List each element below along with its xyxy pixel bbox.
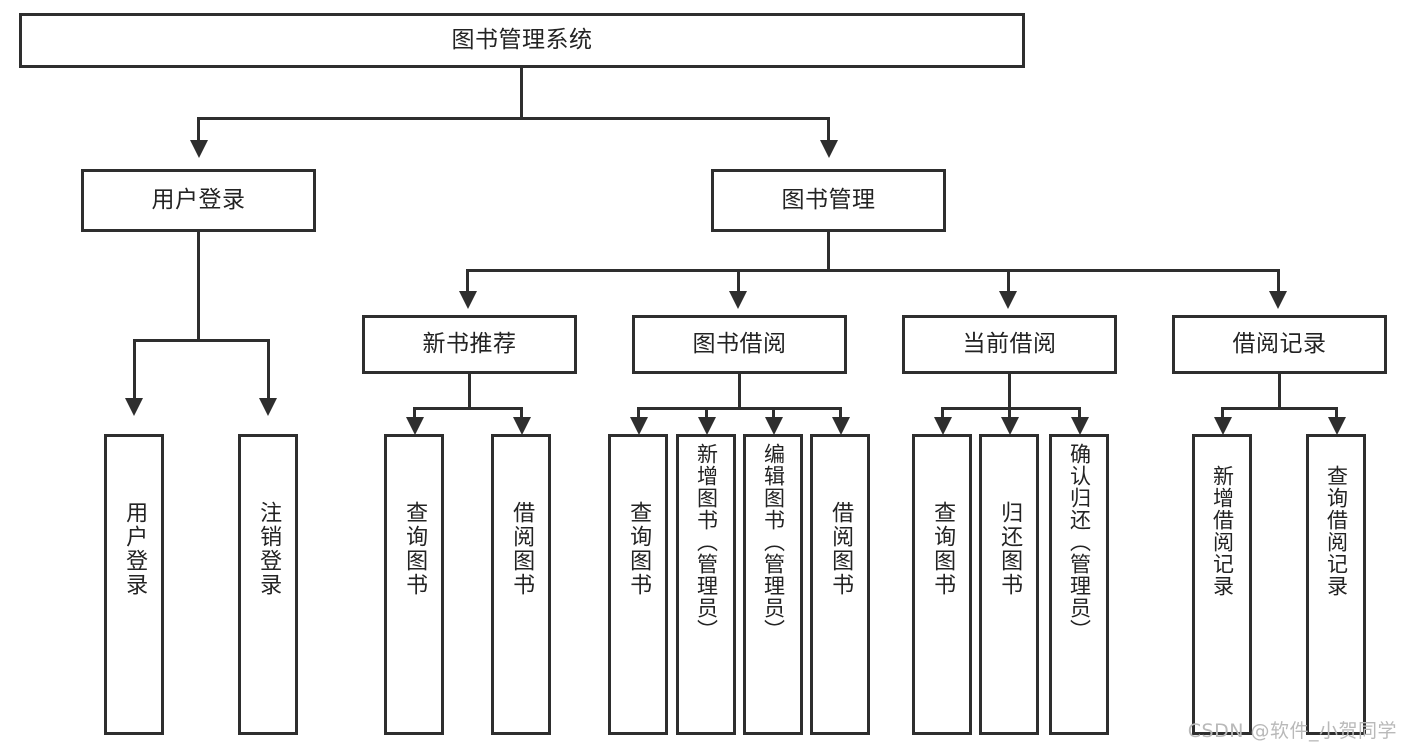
arrowhead-new-book-leaf-2: [513, 417, 531, 435]
edge-new-book-stem: [468, 374, 471, 410]
arrowhead-user-login-leaf-2: [259, 398, 277, 416]
leaf-query-book[interactable]: 查询图书: [608, 434, 668, 735]
arrowhead-current-borrow: [999, 291, 1017, 309]
leaf-add-borrow-record[interactable]: 新增借阅记录: [1192, 434, 1252, 735]
node-label: 编辑图书（管理员）: [761, 443, 786, 641]
leaf-confirm-return-admin[interactable]: 确认归还（管理员）: [1049, 434, 1109, 735]
edge-new-book-to-leaf-1: [413, 407, 416, 420]
leaf-edit-book-admin[interactable]: 编辑图书（管理员）: [743, 434, 803, 735]
edge-bm-to-borrow-records: [1277, 269, 1280, 293]
edge-bm-to-current-borrow: [1007, 269, 1010, 293]
leaf-return-book[interactable]: 归还图书: [979, 434, 1039, 735]
edge-book-borrow-to-leaf-3: [772, 407, 775, 420]
edge-current-borrow-to-leaf-1: [941, 407, 944, 420]
node-label: 当前借阅: [962, 331, 1057, 358]
leaf-query-book-current[interactable]: 查询图书: [912, 434, 972, 735]
edge-new-book-to-leaf-2: [520, 407, 523, 420]
edge-new-book-bus: [413, 407, 523, 410]
edge-bm-to-new-book: [466, 269, 469, 293]
edge-borrow-records-stem: [1278, 374, 1281, 410]
edge-book-borrow-to-leaf-1: [637, 407, 640, 420]
node-label: 借阅图书: [509, 501, 535, 597]
edge-root-bus: [197, 117, 829, 120]
leaf-borrow-book[interactable]: 借阅图书: [810, 434, 870, 735]
arrowhead-borrow-records: [1269, 291, 1287, 309]
node-label: 新增图书（管理员）: [694, 443, 719, 641]
node-label: 查询图书: [626, 501, 652, 597]
arrowhead-book-borrow: [729, 291, 747, 309]
leaf-logout[interactable]: 注销登录: [238, 434, 298, 735]
node-current-borrow[interactable]: 当前借阅: [902, 315, 1117, 374]
edge-root-stem: [520, 68, 523, 118]
node-user-login[interactable]: 用户登录: [81, 169, 316, 232]
arrowhead-new-book-leaf-1: [406, 417, 424, 435]
edge-current-borrow-to-leaf-2: [1008, 407, 1011, 420]
arrowhead-current-borrow-leaf-1: [934, 417, 952, 435]
node-label: 借阅记录: [1232, 331, 1327, 358]
edge-bm-to-book-borrow: [737, 269, 740, 293]
node-book-management[interactable]: 图书管理: [711, 169, 946, 232]
node-label: 归还图书: [997, 501, 1023, 597]
node-label: 用户登录: [151, 187, 246, 214]
edge-user-login-bus: [133, 339, 270, 342]
arrowhead-user-login-leaf-1: [125, 398, 143, 416]
edge-current-borrow-bus: [941, 407, 1081, 410]
leaf-user-login[interactable]: 用户登录: [104, 434, 164, 735]
arrowhead-borrow-records-leaf-1: [1214, 417, 1232, 435]
node-label: 图书借阅: [692, 331, 787, 358]
edge-borrow-records-to-leaf-2: [1335, 407, 1338, 420]
edge-book-management-bus: [466, 269, 1280, 272]
arrowhead-current-borrow-leaf-3: [1071, 417, 1089, 435]
leaf-query-borrow-record[interactable]: 查询借阅记录: [1306, 434, 1366, 735]
node-label: 注销登录: [256, 501, 282, 597]
edge-user-login-to-leaf-2: [267, 339, 270, 401]
node-root-book-management-system[interactable]: 图书管理系统: [19, 13, 1025, 68]
node-label: 查询图书: [930, 501, 956, 597]
edge-root-to-user-login: [197, 117, 200, 144]
edge-borrow-records-bus: [1221, 407, 1338, 410]
leaf-borrow-book-recommend[interactable]: 借阅图书: [491, 434, 551, 735]
edge-book-borrow-bus: [637, 407, 842, 410]
arrowhead-book-borrow-leaf-4: [832, 417, 850, 435]
node-new-book-recommend[interactable]: 新书推荐: [362, 315, 577, 374]
node-label: 图书管理: [781, 187, 876, 214]
edge-book-management-stem: [827, 232, 830, 272]
arrowhead-to-book-management: [820, 140, 838, 158]
node-book-borrow[interactable]: 图书借阅: [632, 315, 847, 374]
node-label: 借阅图书: [828, 501, 854, 597]
edge-borrow-records-to-leaf-1: [1221, 407, 1224, 420]
node-label: 新书推荐: [422, 331, 517, 358]
edge-book-borrow-stem: [738, 374, 741, 410]
edge-book-borrow-to-leaf-2: [705, 407, 708, 420]
node-label: 查询借阅记录: [1324, 465, 1349, 597]
arrowhead-borrow-records-leaf-2: [1328, 417, 1346, 435]
leaf-query-book-recommend[interactable]: 查询图书: [384, 434, 444, 735]
node-label: 确认归还（管理员）: [1067, 443, 1092, 641]
arrowhead-book-borrow-leaf-2: [698, 417, 716, 435]
arrowhead-book-borrow-leaf-3: [765, 417, 783, 435]
edge-root-to-book-management: [827, 117, 830, 144]
node-label: 查询图书: [402, 501, 428, 597]
arrowhead-new-book: [459, 291, 477, 309]
arrowhead-to-user-login: [190, 140, 208, 158]
leaf-add-book-admin[interactable]: 新增图书（管理员）: [676, 434, 736, 735]
node-borrow-records[interactable]: 借阅记录: [1172, 315, 1387, 374]
csdn-watermark: CSDN @软件_小贺同学: [1187, 720, 1397, 742]
node-label: 图书管理系统: [451, 27, 593, 54]
node-label: 新增借阅记录: [1210, 465, 1235, 597]
edge-current-borrow-stem: [1008, 374, 1011, 410]
edge-user-login-stem: [197, 232, 200, 342]
node-label: 用户登录: [122, 501, 148, 597]
edge-book-borrow-to-leaf-4: [839, 407, 842, 420]
edge-current-borrow-to-leaf-3: [1078, 407, 1081, 420]
edge-user-login-to-leaf-1: [133, 339, 136, 401]
arrowhead-current-borrow-leaf-2: [1001, 417, 1019, 435]
arrowhead-book-borrow-leaf-1: [630, 417, 648, 435]
